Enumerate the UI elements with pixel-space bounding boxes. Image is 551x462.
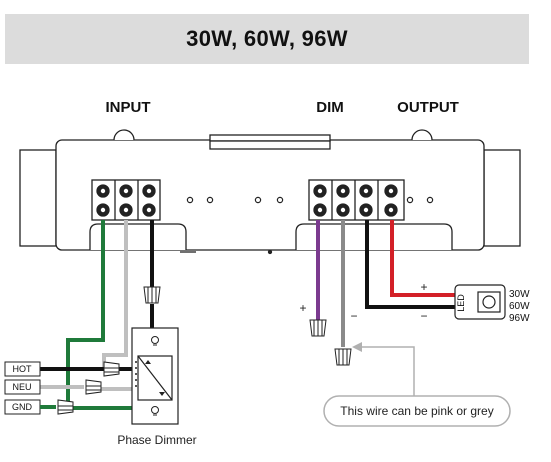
bulb-icon xyxy=(151,336,159,346)
rating-30w: 30W xyxy=(509,289,530,300)
out-minus-sign: − xyxy=(420,309,427,323)
rating-96w: 96W xyxy=(509,313,530,324)
output-label: OUTPUT xyxy=(397,99,459,116)
hot-line-wire-nut xyxy=(103,361,120,377)
dim-plus-wire-nut xyxy=(309,319,327,337)
mounting-holes xyxy=(186,196,434,204)
dim-minus-wire-nut xyxy=(334,348,352,366)
ground-label: GND xyxy=(12,402,33,412)
dim-label: DIM xyxy=(316,99,344,116)
rating-60w: 60W xyxy=(509,301,530,312)
led-module xyxy=(454,284,506,320)
dimmer-label: Phase Dimmer xyxy=(117,433,196,447)
phase-dimmer xyxy=(131,327,179,425)
ground-wire xyxy=(66,220,132,410)
hot-wire-nut xyxy=(143,286,161,304)
led-label: LED xyxy=(456,294,466,312)
hot-box xyxy=(4,361,41,377)
output-minus-wire xyxy=(365,220,455,309)
output-plus-wire xyxy=(390,220,455,297)
dim-minus-sign: − xyxy=(350,309,357,323)
out-plus-sign: + xyxy=(420,280,427,294)
hot-label: HOT xyxy=(13,364,33,374)
input-terminal-block xyxy=(91,179,161,221)
neutral-wire-nut xyxy=(85,379,102,395)
note-text: This wire can be pink or grey xyxy=(340,404,493,418)
note-callout xyxy=(323,395,511,427)
bulb-icon xyxy=(151,406,159,416)
callout-arrow-line xyxy=(355,346,415,396)
led-driver-housing xyxy=(19,129,521,255)
neutral-label: NEU xyxy=(12,382,31,392)
dim-output-terminal-block xyxy=(308,179,405,221)
input-label: INPUT xyxy=(106,99,151,116)
callout-arrow-icon xyxy=(352,342,362,352)
ground-wire-nut xyxy=(57,399,74,415)
title: 30W, 60W, 96W xyxy=(186,26,348,51)
neutral-box xyxy=(4,379,41,395)
dim-plus-sign: + xyxy=(299,301,306,315)
mains-terminals: HOT NEU GND xyxy=(4,361,41,415)
title-banner: 30W, 60W, 96W xyxy=(5,14,529,64)
